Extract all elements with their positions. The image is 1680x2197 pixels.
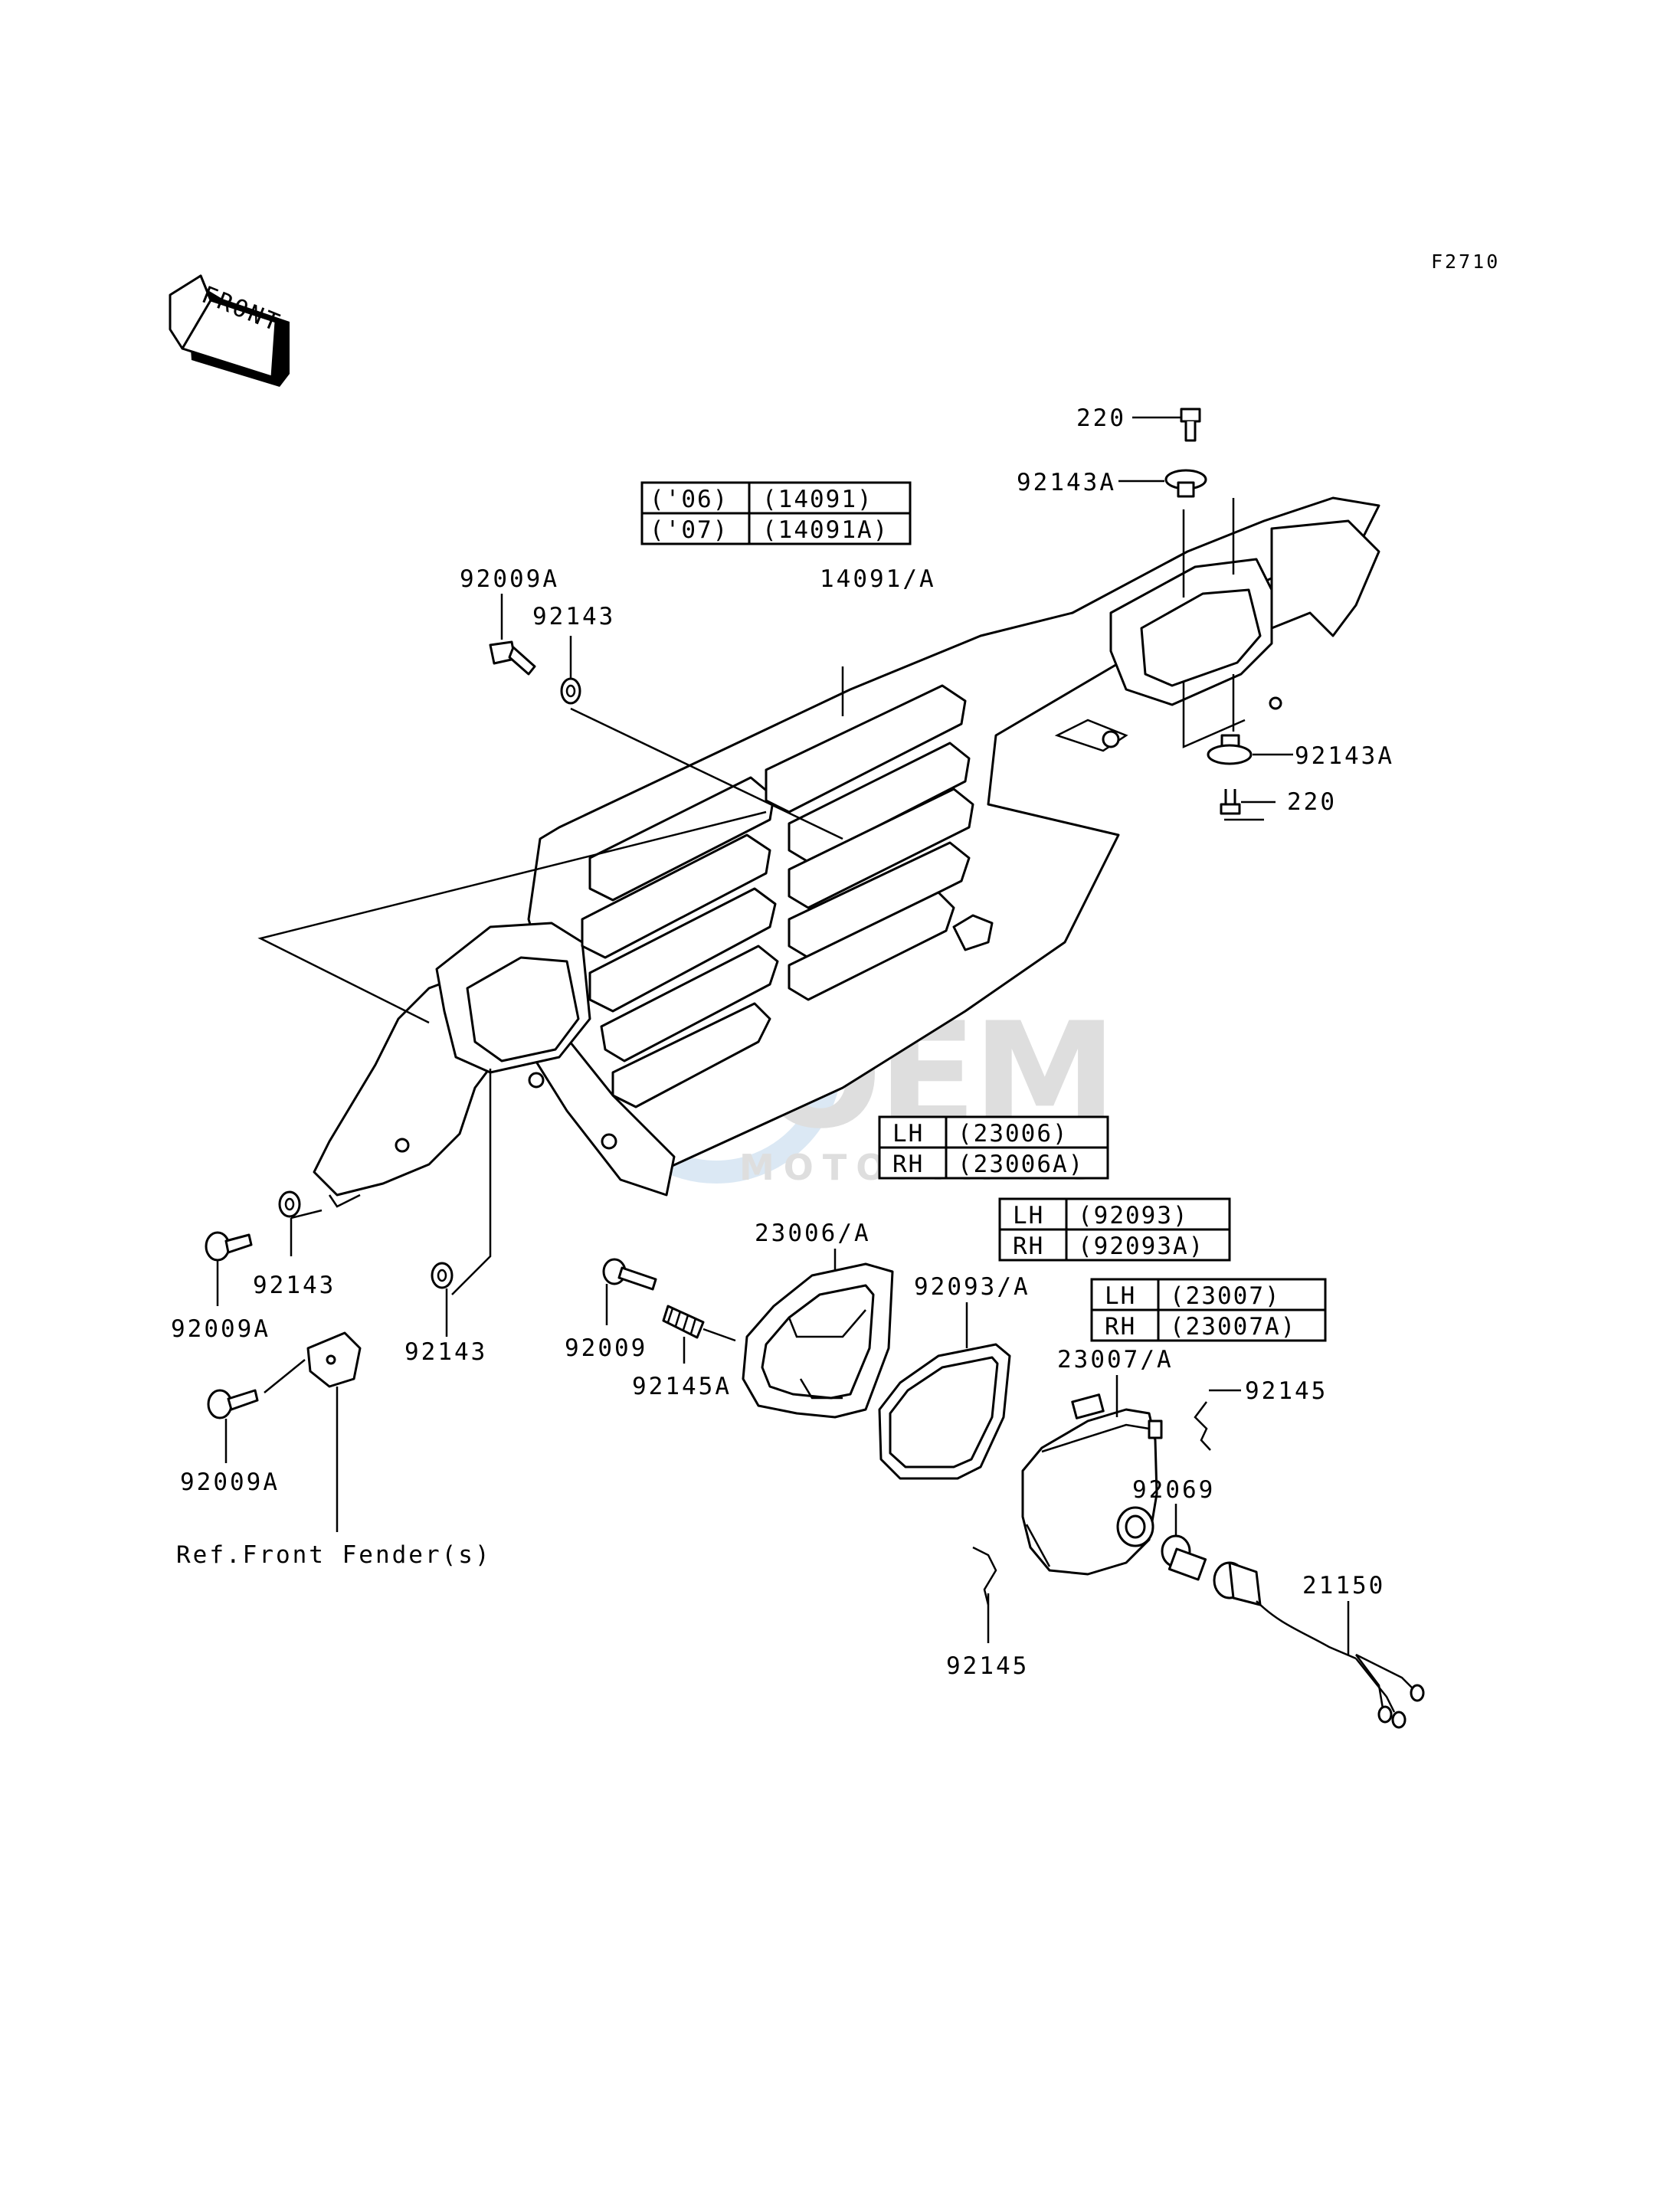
label-23007A: 23007/A <box>1057 1346 1174 1374</box>
socket-harness-21150-icon <box>1213 1561 1425 1729</box>
label-92143-top: 92143 <box>532 603 615 630</box>
headlight-unit-23007 <box>1021 1393 1163 1576</box>
label-92009A-top: 92009A <box>460 565 559 593</box>
label-92009: 92009 <box>565 1334 647 1362</box>
part-labels: 220 92143A 92009A 92143 14091/A 92143A 2… <box>171 404 1394 1680</box>
screw-220-bottom-icon <box>1220 789 1241 815</box>
t23007-r0-c1: (23007) <box>1170 1282 1281 1310</box>
t23006-r1-c0: RH <box>892 1151 924 1178</box>
t23007-r1-c1: (23007A) <box>1170 1313 1296 1341</box>
t14091-r0-c1: (14091) <box>762 486 873 513</box>
label-23006A: 23006/A <box>755 1220 871 1247</box>
label-92009A-bottom: 92009A <box>180 1468 280 1496</box>
table-92093: LH (92093) RH (92093A) <box>998 1197 1231 1262</box>
t23007-r1-c0: RH <box>1105 1313 1136 1341</box>
table-14091: ('06) (14091) ('07) (14091A) <box>640 481 912 545</box>
t14091-r1-c1: (14091A) <box>762 516 889 544</box>
diagram-code: F2710 <box>1431 250 1500 273</box>
t14091-r1-c0: ('07) <box>650 516 729 544</box>
label-92009A-left: 92009A <box>171 1315 270 1343</box>
label-92143-left: 92143 <box>253 1272 336 1299</box>
label-92145-bottom: 92145 <box>946 1652 1029 1680</box>
washer-92143-left-icon <box>278 1190 301 1218</box>
hardware-parts <box>205 408 1253 1532</box>
label-92143A-top: 92143A <box>1017 469 1116 496</box>
bulb-92069-icon <box>1161 1534 1207 1581</box>
t92093-r1-c0: RH <box>1013 1233 1044 1260</box>
label-220-top: 220 <box>1076 404 1126 432</box>
label-ref-front-fender: Ref.Front Fender(s) <box>176 1541 492 1569</box>
clip-92145-bottom-icon <box>972 1546 997 1606</box>
fender-bracket-icon <box>306 1331 362 1388</box>
t23007-r0-c0: LH <box>1105 1282 1136 1310</box>
t92093-r0-c1: (92093) <box>1078 1202 1189 1229</box>
label-14091A: 14091/A <box>820 565 936 593</box>
label-92145A: 92145A <box>632 1373 732 1400</box>
label-92143-mid: 92143 <box>404 1338 487 1366</box>
bolt-92009-icon <box>602 1258 657 1291</box>
label-92093A: 92093/A <box>914 1273 1030 1301</box>
front-arrow-icon: FRONT <box>169 274 290 387</box>
assembly-lines <box>257 498 1264 1295</box>
table-23007: LH (23007) RH (23007A) <box>1090 1278 1327 1342</box>
clip-92145-right-icon <box>1194 1401 1211 1451</box>
t92093-r0-c0: LH <box>1013 1202 1044 1229</box>
screw-220-top-icon <box>1180 408 1201 442</box>
bolt-92009A-bottom-icon <box>207 1389 259 1419</box>
bolt-92009A-top-icon <box>489 640 536 676</box>
t23006-r0-c0: LH <box>892 1120 924 1148</box>
bolt-92009A-left-icon <box>205 1231 253 1262</box>
label-21150: 21150 <box>1302 1572 1385 1599</box>
grommet-92143A-top-icon <box>1164 469 1207 498</box>
washer-92143-mid-icon <box>431 1262 454 1289</box>
gasket-92093 <box>878 1343 1011 1480</box>
headlight-frame-23006 <box>742 1262 894 1419</box>
t92093-r1-c1: (92093A) <box>1078 1233 1204 1260</box>
label-220-bottom: 220 <box>1287 788 1337 816</box>
washer-92143-top-icon <box>560 677 581 705</box>
grommet-92143A-bottom-icon <box>1207 734 1253 765</box>
spring-92145A-icon <box>662 1305 705 1339</box>
t23006-r1-c1: (23006A) <box>958 1151 1084 1178</box>
table-23006: LH (23006) RH (23006A) <box>878 1115 1109 1180</box>
label-92069: 92069 <box>1132 1476 1215 1504</box>
front-cover-14091 <box>313 496 1380 1208</box>
t23006-r0-c1: (23006) <box>958 1120 1069 1148</box>
label-92143A-bottom: 92143A <box>1295 742 1394 770</box>
t14091-r0-c0: ('06) <box>650 486 729 513</box>
label-92145-right: 92145 <box>1245 1377 1328 1405</box>
